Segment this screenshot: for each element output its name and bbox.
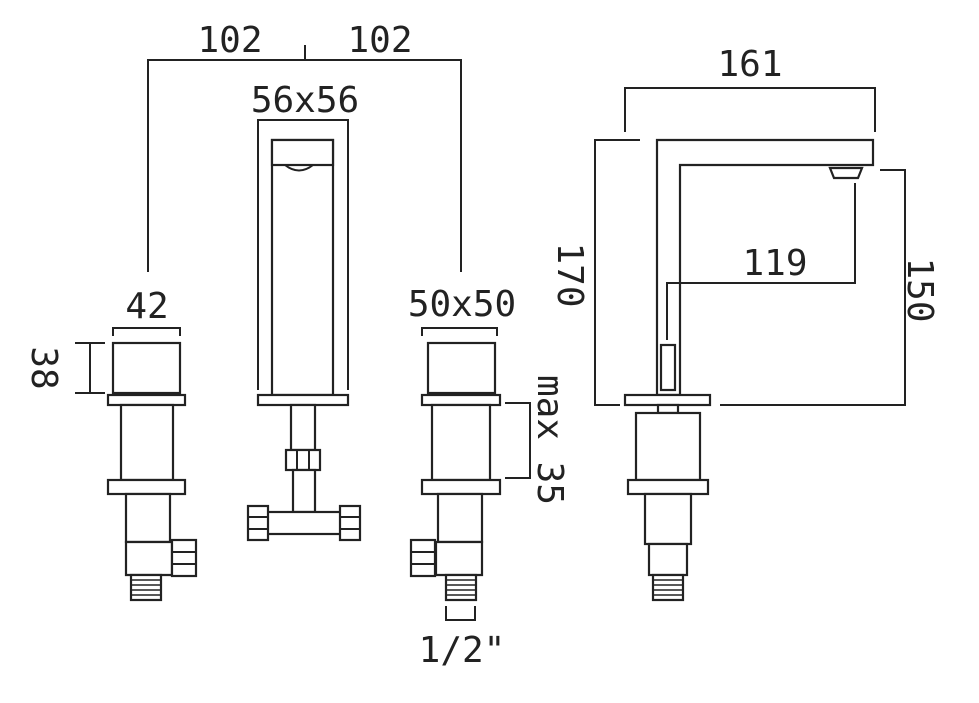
spout-reach-label: 161 [717,44,782,85]
spout-front-view: 56x56 [246,80,362,542]
handle-height-label: 38 [23,346,64,389]
spacing-dimension: 102 102 [147,20,462,272]
spacing-right-label: 102 [347,20,412,61]
connection-size-label: 1/2" [419,630,506,671]
handle-base-label: 50x50 [408,284,516,325]
lever-outlet-label: 119 [742,243,807,284]
outlet-height-label: 150 [899,257,940,322]
spout-side-view: 161 170 150 119 [549,44,940,602]
left-handle: 42 38 [23,286,198,602]
spacing-left-label: 102 [197,20,262,61]
spout-base-label: 56x56 [251,80,359,121]
handle-width-label: 42 [125,286,168,327]
max-deck-label: max 35 [529,375,570,505]
overall-height-label: 170 [549,242,590,307]
right-handle: 50x50 max 35 1/2" [408,284,570,671]
